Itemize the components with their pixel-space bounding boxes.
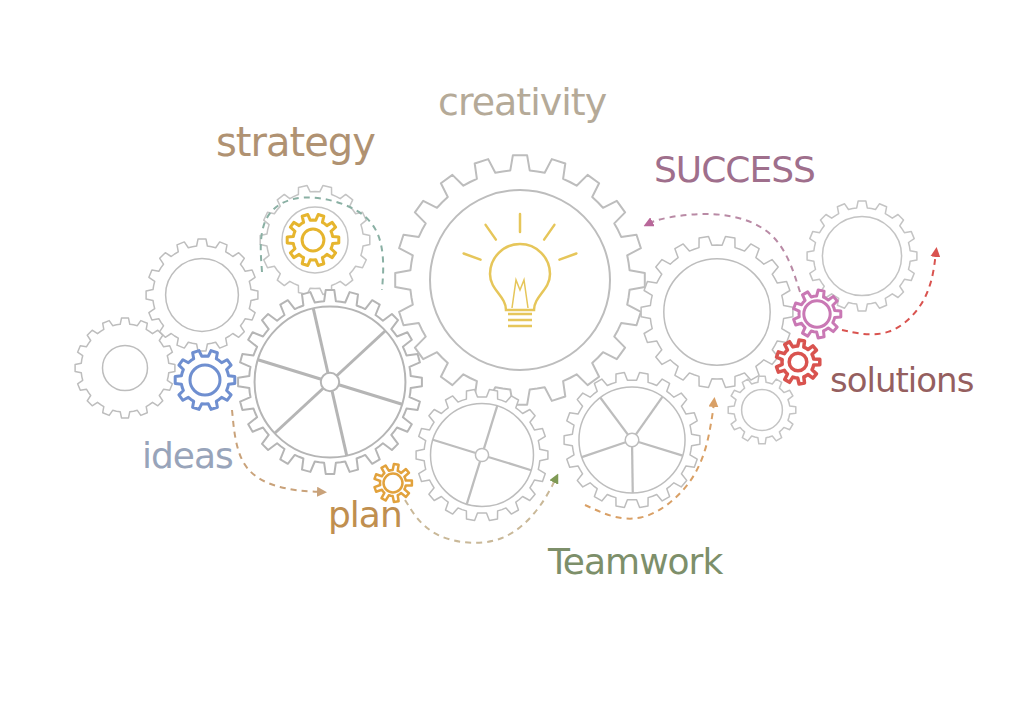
gear-shape (728, 376, 796, 444)
gear-shape (287, 215, 339, 266)
flow-arrow (261, 197, 383, 290)
flow-arrow (585, 402, 714, 519)
gear-shape (395, 155, 645, 405)
gear-shape (777, 340, 820, 384)
concept-label: SUCCESS (654, 150, 815, 190)
gear-shape (794, 290, 841, 338)
gear-shape (238, 290, 422, 474)
gear-shape (564, 372, 700, 507)
concept-label: creativity (438, 82, 606, 124)
concept-label: plan (328, 495, 402, 535)
gear-shape (416, 389, 548, 520)
flow-arrow (648, 214, 800, 292)
concept-label: solutions (830, 362, 973, 399)
flow-arrow (405, 478, 556, 543)
gear-shape (146, 239, 258, 351)
concept-label: strategy (216, 120, 375, 164)
concept-label: ideas (142, 436, 233, 476)
gear-shape (641, 237, 793, 388)
gear-shape (260, 186, 370, 295)
concept-label: Teamwork (548, 542, 722, 582)
flow-arrow (232, 410, 322, 492)
gear-shape (75, 318, 175, 418)
flow-arrow (842, 252, 936, 334)
lightbulb-icon (464, 214, 577, 326)
gear-shape (175, 351, 235, 410)
